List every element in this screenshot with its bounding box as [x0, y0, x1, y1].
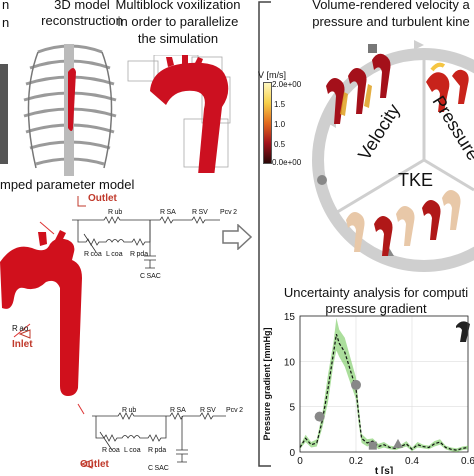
- circuit-bottom-p-cv: Pcv 2: [226, 407, 243, 414]
- ring-marker-circle: [317, 175, 327, 185]
- ribcage-illustration: [0, 44, 117, 176]
- partial-heading-2: n: [2, 15, 10, 30]
- pressure-gradient-chart: 0 5 10 15 0 0.2 0.4 0.6 t [s] Pressure gradient […: [262, 312, 474, 474]
- circuit-top-r-coa: R coa: [84, 251, 102, 258]
- outlet-label-bottom: Outlet: [80, 459, 109, 470]
- flow-arrow-icon: [222, 224, 252, 250]
- circuit-top-r-pda: R pda: [130, 251, 149, 258]
- circuit-bottom-l-coa: L coa: [124, 447, 141, 454]
- circuit-bottom-r-pda: R pda: [148, 447, 167, 454]
- circuit-top-r-ub: R ub: [108, 209, 123, 216]
- circuit-bottom-r-sa: R SA: [170, 407, 186, 414]
- y-tick-label: 0: [289, 448, 295, 459]
- y-tick-label: 5: [289, 403, 295, 414]
- circuit-top-p-cv: Pcv 2: [220, 209, 237, 216]
- aorta-thumbnail-icon: [456, 321, 470, 342]
- circuit-bottom-r-coa: R coa: [102, 447, 120, 454]
- circuit-bottom-r-ub: R ub: [122, 407, 137, 414]
- voxel-heading-line1: Multiblock voxilization: [115, 0, 241, 12]
- y-tick-label: 10: [284, 357, 296, 368]
- colorbar-tick-0: 2.0e+00: [272, 80, 302, 89]
- circuit-bottom-r-sv: R SV: [200, 407, 216, 414]
- circuit-bottom-c-sac: C SAC: [148, 465, 169, 472]
- y-tick-label: 15: [284, 312, 296, 323]
- model-heading-line1: 3D model: [54, 0, 110, 12]
- marker-circle: [351, 379, 361, 390]
- segment-tke-label: TKE: [398, 170, 434, 190]
- colorbar-tick-3: 0.5: [274, 140, 286, 149]
- circuit-top-c-sac: C SAC: [140, 273, 161, 280]
- x-tick-label: 0.6: [461, 456, 474, 467]
- model-heading-line2: reconstruction: [41, 13, 123, 28]
- lumped-model-diagram: [0, 196, 226, 469]
- plot-frame: [299, 315, 469, 453]
- voxelized-aorta-illustration: [127, 55, 231, 173]
- marker-triangle: [393, 438, 403, 448]
- uncertainty-band: [300, 317, 468, 452]
- colorbar-title: V [m/s]: [258, 70, 287, 80]
- volume-title-line1: Volume-rendered velocity a: [312, 0, 470, 12]
- series-line: [299, 333, 469, 451]
- colorbar-tick-1: 1.5: [274, 100, 286, 109]
- circuit-top-r-sv: R SV: [192, 209, 208, 216]
- colorbar-tick-2: 1.0: [274, 120, 286, 129]
- r-ao-label: R ao: [12, 324, 29, 333]
- uq-title-line2: pressure gradient: [325, 301, 427, 316]
- colorbar-tick-4: 0.0e+00: [272, 158, 302, 167]
- x-tick-label: 0.4: [405, 456, 419, 467]
- circuit-top-r-sa: R SA: [160, 209, 176, 216]
- marker-square: [368, 441, 377, 450]
- lumped-heading: mped parameter model: [0, 177, 135, 192]
- y-axis-label: Pressure gradient [mmHg]: [262, 327, 272, 440]
- inlet-label: Inlet: [12, 339, 33, 350]
- uq-title-line1: Uncertainty analysis for computi: [283, 285, 469, 300]
- x-tick-label: 0.2: [349, 456, 363, 467]
- colorbar-gradient: [263, 82, 272, 164]
- cycle-wheel: [312, 40, 474, 272]
- voxel-heading-line2: in order to parallelize: [117, 14, 239, 29]
- outlet-label-top: Outlet: [88, 193, 117, 204]
- voxel-heading-line3: the simulation: [137, 31, 219, 46]
- volume-title-line2: pressure and turbulent kine: [312, 14, 470, 29]
- ring-marker-square: [368, 44, 377, 53]
- x-tick-label: 0: [297, 456, 303, 467]
- marker-circle: [314, 411, 325, 422]
- x-axis-label: t [s]: [375, 466, 393, 474]
- right-panel-bracket: [258, 1, 271, 467]
- partial-heading: n: [2, 0, 10, 12]
- circuit-top-l-coa: L coa: [106, 251, 123, 258]
